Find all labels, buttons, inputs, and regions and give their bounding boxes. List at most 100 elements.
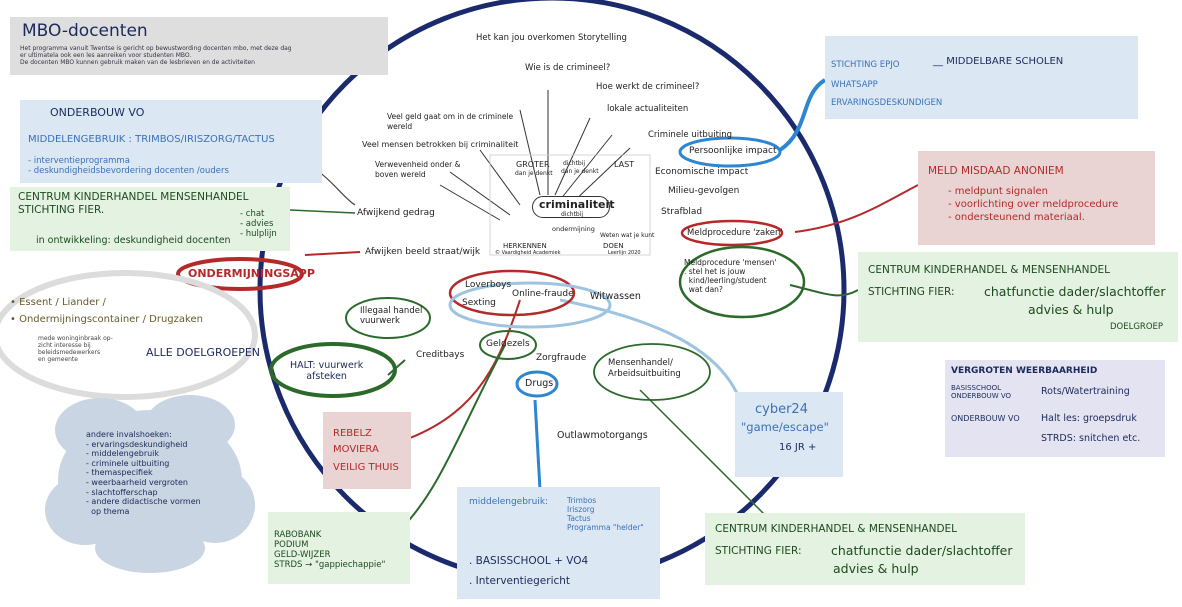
alle-doelgroepen-label: ALLE DOELGROEPEN	[146, 346, 261, 359]
circle-text-illegaal: Illegaal handel vuurwerk	[360, 306, 423, 326]
essent-label: • Essent / Liander /	[10, 297, 106, 308]
ckm-right-fier: STICHTING FIER:	[868, 286, 955, 298]
persoonlijke-ellipse	[678, 136, 782, 168]
rabo-box: RABOBANK PODIUM GELD-WIJZER STRDS → "gap…	[268, 512, 410, 584]
halt-ellipse	[269, 342, 397, 398]
onderbouw-title: ONDERBOUW VO	[50, 106, 145, 119]
epjo-box: STICHTING EPJO WHATSAPP ERVARINGSDESKUND…	[825, 36, 1138, 119]
circle-text-geldezels: Geldezels	[486, 339, 530, 349]
connector-cyber	[559, 298, 742, 401]
weerbaar-onderbouw: ONDERBOUW VO	[951, 414, 1020, 423]
connector-meld	[794, 184, 919, 233]
veilig-thuis-label: VEILIG THUIS	[333, 462, 399, 473]
center-groter: GROTER	[516, 160, 550, 169]
center-illustration-frame	[489, 154, 651, 256]
weerbaar-box: VERGROTEN WEERBAARHEID BASISSCHOOL ONDER…	[945, 360, 1165, 457]
connector-app	[304, 251, 361, 256]
moviera-label: MOVIERA	[333, 444, 379, 455]
mbo-description: Het programma vanuit Twentse is gericht …	[20, 45, 292, 66]
circle-text-sexting: Sexting	[462, 298, 496, 308]
center-criminaliteit-sub: dichtbij	[561, 211, 584, 218]
meldprocedure-ellipse	[680, 219, 784, 247]
meld-items: - meldpunt signalen - voorlichting over …	[948, 186, 1119, 223]
circle-text-afwijken-beeld: Afwijken beeld straat/wijk	[365, 247, 481, 257]
bottom-basisschool: . BASISSCHOOL + VO4	[469, 555, 589, 567]
bottom-middelen-title: middelengebruik:	[469, 497, 549, 507]
ckm-right-advies: advies & hulp	[1028, 302, 1114, 317]
circle-text-onlinefraude: Online-fraude	[512, 289, 574, 299]
ervaring-label: ERVARINGSDESKUNDIGEN	[831, 98, 943, 108]
circle-text-strafblad: Strafblad	[661, 207, 703, 217]
circle-text-geld: Veel geld gaat om in de criminele wereld	[387, 112, 514, 131]
center-doen-sub: Weten wat je kunt	[600, 232, 655, 239]
circle-text-economische: Economische impact	[655, 167, 749, 177]
circle-text-persoonlijke: Persoonlijke impact	[689, 146, 777, 156]
center-footer-right: Leerlijn 2020	[608, 250, 641, 256]
ckm-bottom-box: CENTRUM KINDERHANDEL & MENSENHANDEL STIC…	[705, 513, 1025, 585]
spoke-lines	[439, 90, 631, 221]
connector-rabo	[399, 344, 506, 531]
circle-text-hoe: Hoe werkt de crimineel?	[596, 82, 700, 92]
ckm-bottom-fier: STICHTING FIER:	[715, 545, 802, 557]
center-footer-left: © Vaardigheid Academiek	[495, 250, 561, 256]
onderbouw-list: - interventieprogramma - deskundigheidsb…	[28, 156, 229, 176]
center-doen: DOEN	[603, 242, 624, 250]
container-label: • Ondermijningscontainer / Drugzaken	[10, 314, 203, 325]
weerbaar-basis: BASISSCHOOL ONDERBOUW VO	[951, 384, 1012, 400]
drugs-ellipse	[515, 370, 559, 398]
epjo-label: STICHTING EPJO	[831, 60, 900, 70]
mbo-box: MBO-docenten Het programma vanuit Twents…	[10, 17, 388, 75]
circle-text-storytelling: Storytelling	[578, 33, 627, 43]
meld-title: MELD MISDAAD ANONIEM	[928, 165, 1064, 177]
center-dichtbij: dichtbij	[563, 160, 586, 167]
circle-text-uitbuiting: Criminele uitbuiting	[648, 130, 733, 140]
weerbaar-halt: Halt les: groepsdruk	[1041, 413, 1137, 424]
halt-label: HALT: vuurwerk afsteken	[290, 360, 364, 382]
circle-text-outlaw: Outlawmotorgangs	[557, 430, 648, 441]
gray-small-note: mede woninginbraak op- zicht interesse b…	[38, 335, 113, 363]
mensenhandel-ellipse	[593, 343, 711, 401]
sexting-ellipse	[448, 281, 612, 329]
ondermijningsapp-ellipse	[176, 257, 304, 291]
circle-text-lokaal: lokale actualiteiten	[607, 104, 689, 114]
center-groter-sub: dan je denkt	[515, 170, 553, 177]
cloud-text: andere invalshoeken: - ervaringsdeskundi…	[86, 430, 201, 516]
weerbaar-strds: STRDS: snitchen etc.	[1041, 433, 1141, 444]
cyber-game: "game/escape"	[741, 420, 829, 434]
ckm-right-title: CENTRUM KINDERHANDEL & MENSENHANDEL	[868, 264, 1111, 276]
center-criminaliteit-bubble: criminaliteit dichtbij	[532, 196, 615, 218]
circle-text-creditbays: Creditbays	[416, 350, 465, 360]
circle-text-overkomen: Het kan jou overkomen	[476, 33, 576, 43]
cloud-shape	[45, 395, 255, 573]
center-criminaliteit: criminaliteit	[539, 198, 615, 211]
connector-drugs	[533, 399, 542, 491]
connector-ckm-top	[289, 209, 356, 214]
geldezels-ellipse	[479, 330, 537, 360]
mbo-title: MBO-docenten	[22, 21, 148, 41]
ondermijningsapp-label: ONDERMIJNINGSAPP	[188, 267, 315, 280]
weerbaar-rots: Rots/Watertraining	[1041, 386, 1130, 397]
circle-text-zorgfraude: Zorgfraude	[536, 353, 587, 363]
circle-text-drugs: Drugs	[525, 378, 554, 389]
cyber-age: 16 JR +	[779, 442, 817, 453]
circle-text-wie: Wie is de crimineel?	[525, 63, 611, 73]
ckm-right-box: CENTRUM KINDERHANDEL & MENSENHANDEL STIC…	[858, 252, 1178, 342]
center-herkennen: HERKENNEN	[503, 242, 547, 250]
ckm-top-box: CENTRUM KINDERHANDEL MENSENHANDEL STICHT…	[10, 187, 290, 251]
rebelz-label: REBELZ	[333, 428, 372, 439]
bottom-interventie: . Interventiegericht	[469, 575, 571, 587]
onderbouw-middelen: MIDDELENGEBRUIK : TRIMBOS/IRISZORG/TACTU…	[28, 134, 275, 145]
circle-text-meldmensen: Meldprocedure 'mensen' . stel het is jou…	[684, 258, 777, 294]
circle-text-mensenhandel: Mensenhandel/ Arbeidsuitbuiting	[608, 358, 681, 379]
meld-box: MELD MISDAAD ANONIEM - meldpunt signalen…	[918, 151, 1155, 245]
center-last: LAST	[614, 160, 635, 169]
loverboys-ellipse	[448, 269, 576, 317]
ckm-top-list: - chat - advies - hulplijn	[240, 209, 277, 239]
ckm-bottom-chat: chatfunctie dader/slachtoffer	[831, 543, 1013, 558]
circle-text-afwijkend: Afwijkend gedrag	[357, 208, 435, 218]
circle-text-meldzaken: Meldprocedure 'zaken'	[687, 228, 783, 238]
connector-ckm-right	[789, 284, 859, 297]
circle-text-mensen: Veel mensen betrokken bij criminaliteit	[362, 140, 519, 149]
cyber-box: cyber24 "game/escape" 16 JR +	[735, 392, 843, 477]
